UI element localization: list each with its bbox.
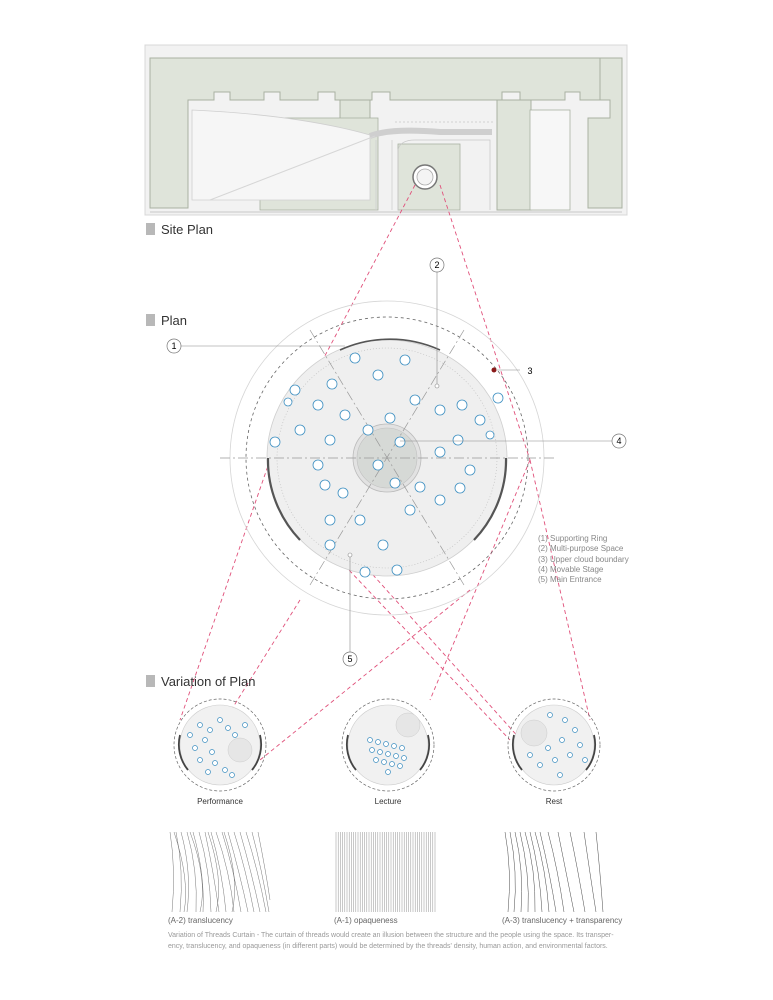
callout-1-label: 1 xyxy=(171,341,176,351)
caption-line: Variation of Threads Curtain - The curta… xyxy=(168,932,614,939)
curtain-label-translucency: (A-2) translucency xyxy=(168,916,233,925)
variation-lecture-drawing xyxy=(341,698,435,792)
legend-item: (2) Multi-purpose Space xyxy=(538,544,624,554)
plan-legend: (1) Supporting Ring (2) Multi-purpose Sp… xyxy=(538,534,629,585)
variation-label-performance: Performance xyxy=(197,797,243,806)
curtain-translucency-transparency xyxy=(502,831,604,913)
callout-2: 2 xyxy=(429,257,445,273)
legend-item: (4) Movable Stage xyxy=(538,564,604,574)
callout-4-label: 4 xyxy=(616,436,621,446)
legend-item: (5) Main Entrance xyxy=(538,575,602,585)
callout-5-label: 5 xyxy=(347,654,352,664)
section-marker xyxy=(146,223,155,235)
curtain-opaqueness xyxy=(334,832,438,912)
plan-title: Plan xyxy=(146,313,187,328)
callout-3: 3 xyxy=(527,366,532,376)
curtain-label-opaqueness: (A-1) opaqueness xyxy=(334,916,398,925)
callout-5: 5 xyxy=(342,651,358,667)
callout-4: 4 xyxy=(611,433,627,449)
site-plan-drawing xyxy=(144,44,628,216)
curtain-label-translucency-transparency: (A-3) translucency + transparency xyxy=(502,916,623,925)
variation-performance-drawing xyxy=(173,698,267,792)
site-plan-title: Site Plan xyxy=(146,222,213,237)
variation-title-text: Variation of Plan xyxy=(161,674,256,689)
curtain-translucency xyxy=(168,831,271,913)
callout-leaders xyxy=(181,272,612,652)
callout-2-label: 2 xyxy=(434,260,439,270)
callout-1: 1 xyxy=(166,338,182,354)
variation-rest-drawing xyxy=(507,698,601,792)
plan-people xyxy=(269,352,504,578)
section-marker xyxy=(146,314,155,326)
plan-title-text: Plan xyxy=(161,313,188,328)
curtain-caption: Variation of Threads Curtain - The curta… xyxy=(168,930,618,952)
variation-label-lecture: Lecture xyxy=(374,797,402,806)
variation-label-rest: Rest xyxy=(545,797,563,806)
variation-title: Variation of Plan xyxy=(146,674,255,689)
legend-item: (1) Supporting Ring xyxy=(538,534,608,543)
caption-line: ency, translucency, and opaqueness (in d… xyxy=(168,943,608,950)
callout-3-label: 3 xyxy=(527,366,532,376)
section-marker xyxy=(146,675,155,687)
legend-item: (3) Upper cloud boundary xyxy=(538,554,629,564)
site-plan-title-text: Site Plan xyxy=(161,222,214,237)
